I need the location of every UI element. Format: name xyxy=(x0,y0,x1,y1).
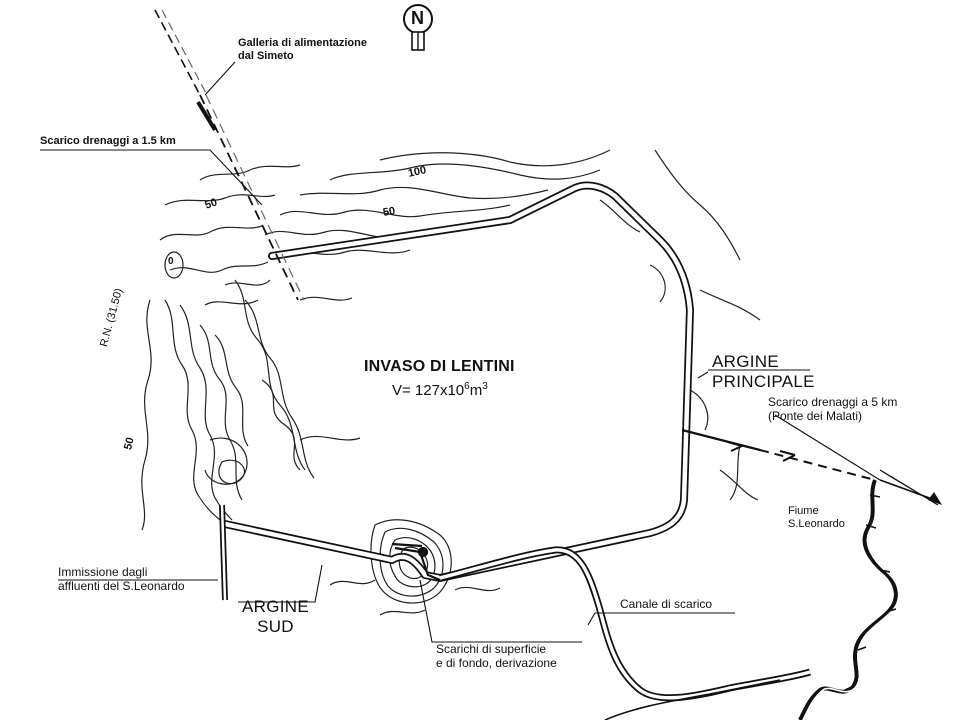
north-arrow-letter: N xyxy=(411,8,424,28)
label-fiume-line1: Fiume xyxy=(788,505,819,517)
volume-exponent-2: 3 xyxy=(482,381,488,392)
label-fiume: Fiume S.Leonardo xyxy=(788,505,845,530)
label-scarichi-line2: e di fondo, derivazione xyxy=(436,655,557,670)
volume-prefix: V= 127x10 xyxy=(392,382,465,399)
label-scarichi-line1: Scarichi di superficie xyxy=(436,642,547,656)
label-scarico-5km-line1: Scarico drenaggi a 5 km xyxy=(768,395,898,409)
contour-hilltop xyxy=(164,251,184,279)
outlet-works xyxy=(391,542,441,582)
label-immissione: Immissione dagli affluenti del S.Leonard… xyxy=(58,565,185,594)
label-scarico-5km: Scarico drenaggi a 5 km (Ponte dei Malat… xyxy=(768,395,898,424)
label-immissione-line1: Immissione dagli xyxy=(58,565,148,579)
label-argine-principale: ARGINE PRINCIPALE xyxy=(712,352,815,391)
label-galleria-line2: dal Simeto xyxy=(238,49,294,62)
label-galleria: Galleria di alimentazione dal Simeto xyxy=(238,37,367,62)
reservoir-volume: V= 127x106m3 xyxy=(392,381,488,399)
north-arrow xyxy=(403,4,433,51)
discharge-canal xyxy=(439,546,812,720)
contour-label-0: 0 xyxy=(168,256,174,267)
leader-lines xyxy=(40,61,881,643)
dam-embankment xyxy=(221,181,694,582)
label-argine-sud: ARGINE SUD xyxy=(242,597,309,636)
reservoir-name: INVASO DI LENTINI xyxy=(364,358,515,375)
label-scarico-5km-line2: (Ponte dei Malati) xyxy=(768,408,863,423)
inflow-channel xyxy=(219,504,228,601)
drainage-arrowhead xyxy=(928,492,942,505)
label-canale: Canale di scarico xyxy=(620,597,713,611)
label-fiume-line2: S.Leonardo xyxy=(788,517,845,530)
label-argine-sud-line1: ARGINE xyxy=(242,597,309,616)
volume-unit: m xyxy=(469,382,483,399)
drainage-outlet-5km xyxy=(681,428,939,506)
label-argine-sud-line2: SUD xyxy=(257,616,294,636)
label-scarico-1-5km: Scarico drenaggi a 1.5 km xyxy=(40,135,176,147)
label-argine-principale-line2: PRINCIPALE xyxy=(712,371,815,391)
contour-label-50-upper: 50 xyxy=(382,205,397,219)
volume-exponent-1: 6 xyxy=(464,381,470,392)
river-san-leonardo xyxy=(798,479,900,720)
label-scarichi: Scarichi di superficie e di fondo, deriv… xyxy=(436,642,557,671)
contour-lines xyxy=(141,149,761,616)
label-argine-principale-line1: ARGINE xyxy=(712,352,779,371)
label-immissione-line2: affluenti del S.Leonardo xyxy=(58,578,185,593)
label-galleria-line1: Galleria di alimentazione xyxy=(238,37,367,49)
